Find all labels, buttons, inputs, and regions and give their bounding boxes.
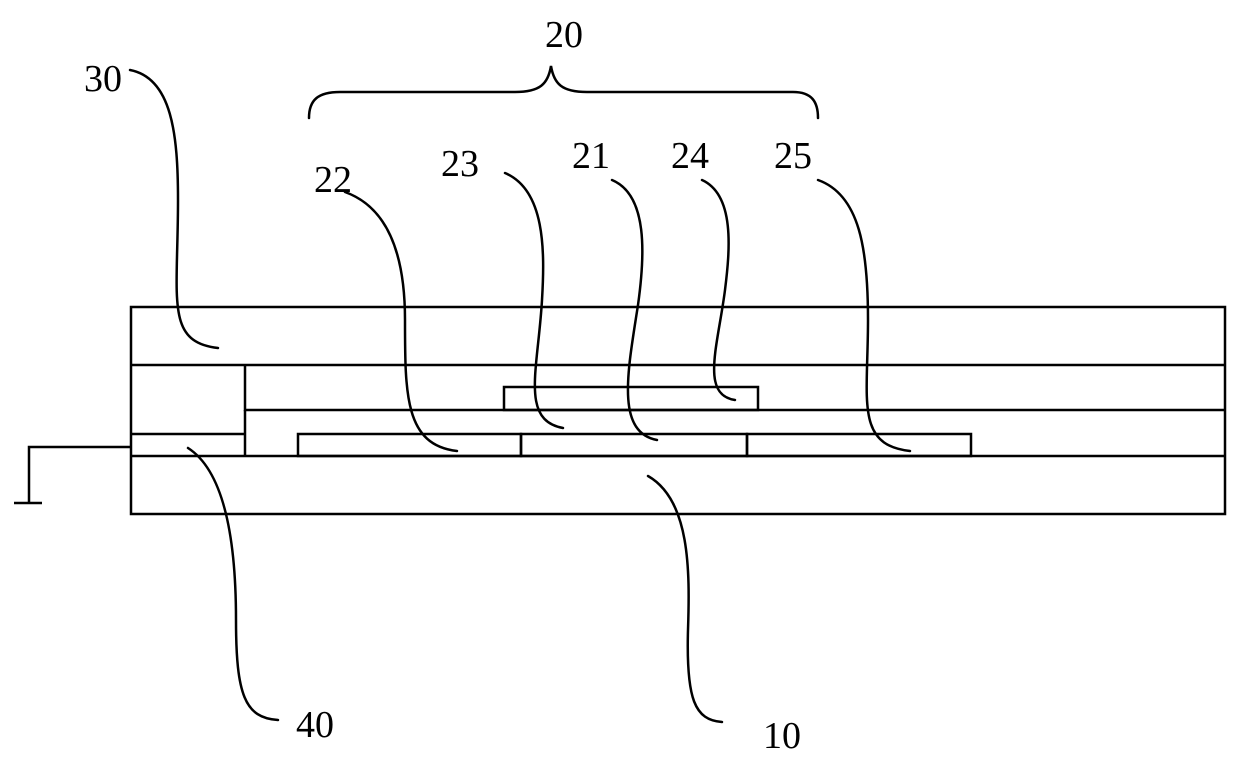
label-30: 30 xyxy=(84,58,122,100)
leader-40 xyxy=(188,448,278,720)
element-25 xyxy=(747,434,971,456)
leader-21 xyxy=(612,180,657,440)
label-21: 21 xyxy=(572,135,610,177)
layer-stack xyxy=(131,307,1225,514)
label-23: 23 xyxy=(441,143,479,185)
label-25: 25 xyxy=(774,135,812,177)
label-20: 20 xyxy=(545,14,583,56)
element-21 xyxy=(521,434,747,456)
label-22: 22 xyxy=(314,159,352,201)
ground-symbol-icon xyxy=(14,447,131,503)
assembly-brace xyxy=(309,66,818,118)
label-24: 24 xyxy=(671,135,709,177)
label-40: 40 xyxy=(296,704,334,746)
label-10: 10 xyxy=(763,715,801,757)
leader-23 xyxy=(505,173,563,428)
leader-24 xyxy=(702,180,735,400)
leader-22 xyxy=(345,192,457,451)
element-22 xyxy=(298,434,521,456)
